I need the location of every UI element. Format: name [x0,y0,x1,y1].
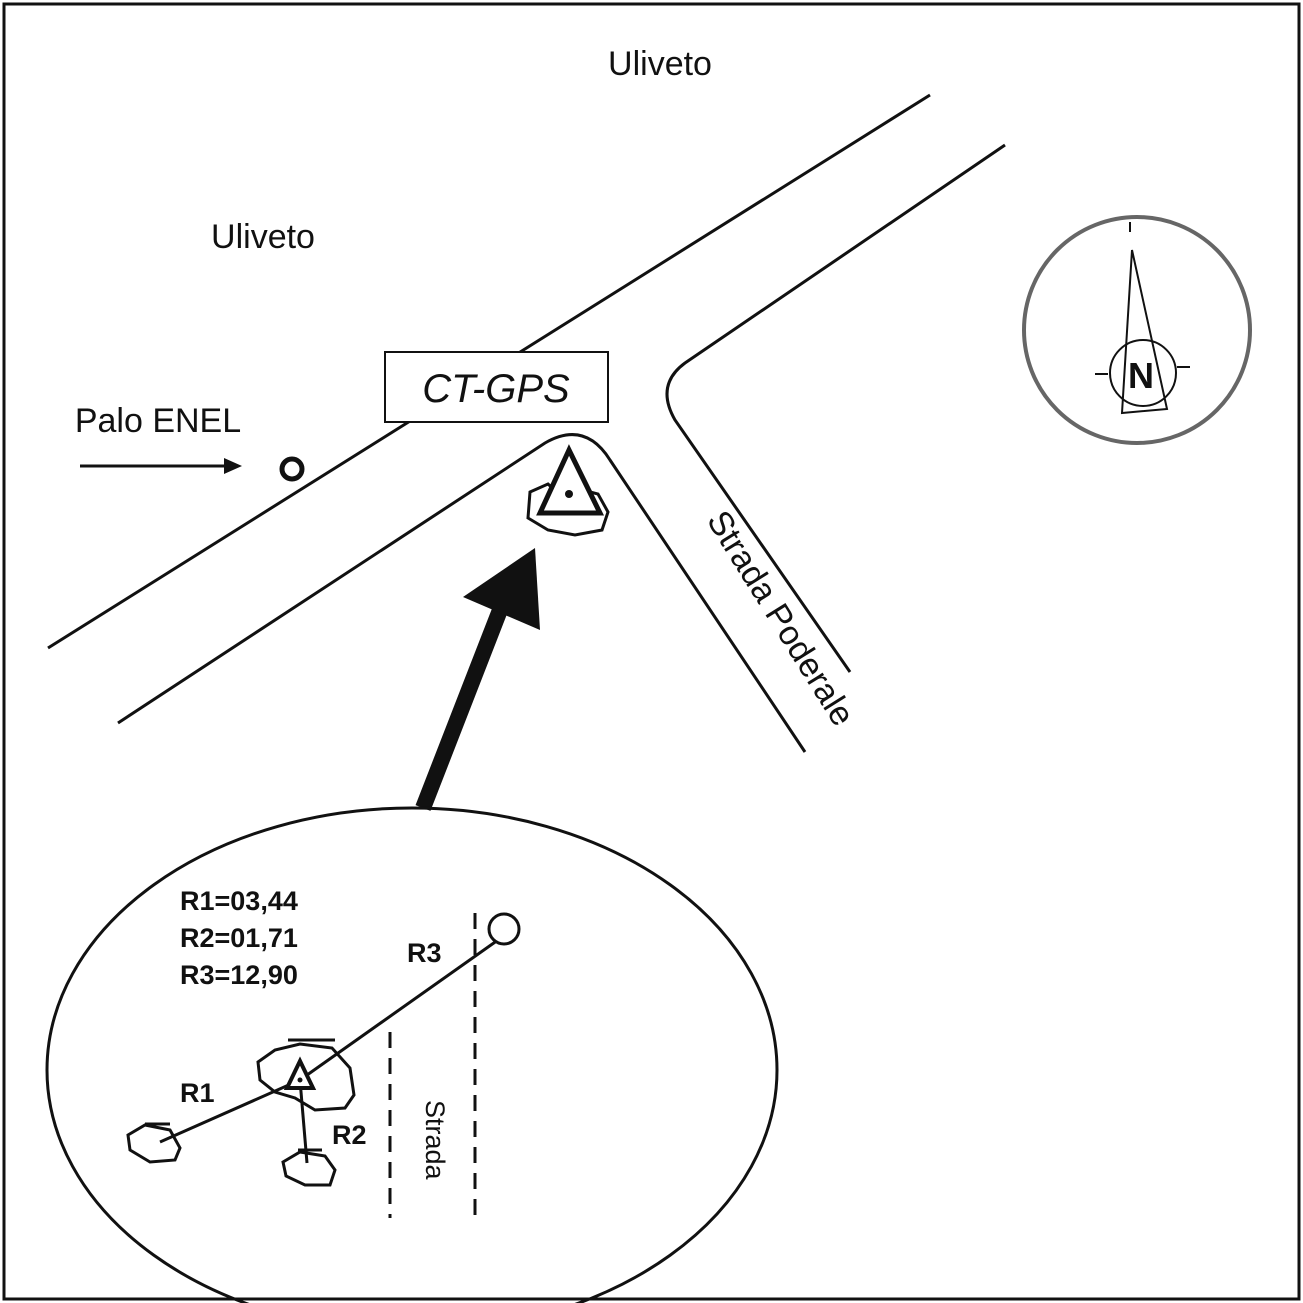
r3-label: R3 [407,938,442,968]
measurement-r2: R2=01,71 [180,923,298,953]
station-id-label: CT-GPS [422,367,570,411]
uliveto-label-left: Uliveto [211,218,315,256]
r1-label: R1 [180,1078,215,1108]
inset-ellipse [45,806,779,1303]
gps-station-triangle-icon [536,444,605,516]
inset-detail: R1=03,44 R2=01,71 R3=12,90 Strada R1 R2 … [45,806,779,1303]
inset-station-triangle-icon [283,1056,317,1090]
reference-rock-r1 [126,1123,182,1164]
reference-rock-r2 [281,1150,337,1187]
gps-station-center-dot [565,490,573,498]
r2-line [298,1079,309,1164]
inset-pointer-arrow-head-icon [463,548,540,630]
inset-pointer-arrow-shaft [415,607,508,811]
inset-pole-circle-icon [487,912,521,946]
pole-arrow-head-icon [224,458,242,474]
r1-line [159,1078,301,1144]
inset-road-label: Strada [420,1100,450,1181]
palo-enel-label: Palo ENEL [75,402,241,440]
measurement-r1: R1=03,44 [180,886,298,916]
uliveto-label-top: Uliveto [608,45,712,83]
measurement-r3: R3=12,90 [180,960,298,990]
north-arrow-compass: N [1022,215,1252,445]
strada-poderale-east-edge [665,143,1006,673]
station-id-box [384,351,609,423]
compass-north-letter: N [1128,355,1154,396]
reference-rock-main [256,1042,356,1112]
north-needle-icon [1120,249,1169,415]
r2-label: R2 [332,1120,367,1150]
r3-line [299,938,499,1082]
compass-ring [1022,215,1252,445]
electric-pole-icon [279,456,305,482]
main-road-south-edge [117,433,807,753]
strada-poderale-label: Strada Poderale [699,504,861,733]
